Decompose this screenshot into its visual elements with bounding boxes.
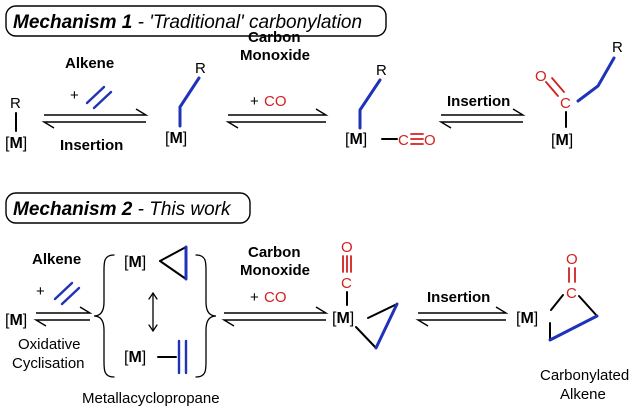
- migratory-insertion-step: Insertion: [438, 93, 526, 129]
- insertion-label: Insertion: [447, 93, 510, 110]
- co-coordination-step: Carbon Monoxide + CO: [225, 29, 329, 129]
- carbonyl-double-bond: [568, 267, 576, 283]
- mechanism-2-title-bold: Mechanism 2: [13, 199, 133, 220]
- mechanism-1-title-bold: Mechanism 1: [13, 12, 132, 33]
- metal-center: [M]: [124, 349, 146, 366]
- mechanism-2: Mechanism 2 - This work [M] Alkene + Oxi…: [5, 192, 629, 407]
- acyl-complex: R O C [M]: [535, 39, 623, 149]
- plus-sign: +: [250, 93, 259, 110]
- oxidative-label-line2: Cyclisation: [12, 355, 85, 372]
- metal-center: [M]: [5, 312, 27, 329]
- co-reagent: CO: [264, 93, 287, 110]
- carbon-monoxide-label-line1: Carbon: [248, 244, 301, 261]
- acyl-oxygen: O: [535, 68, 547, 85]
- substituent-r: R: [612, 39, 623, 56]
- substituent-r: R: [10, 95, 21, 112]
- equilibrium-arrow-3: [438, 108, 526, 129]
- equilibrium-arrow-5: [221, 306, 329, 327]
- mechanism-1-title-box: [5, 5, 387, 37]
- mechanism-2-title-rest: - This work: [132, 199, 232, 220]
- mechanism-2-title-box: [5, 192, 251, 224]
- product-label-line2: Alkene: [560, 386, 606, 403]
- mechanism-1: Mechanism 1 - 'Traditional' carbonylatio…: [5, 5, 623, 154]
- alkene-double-bond: [177, 339, 188, 375]
- oxidative-label-line1: Oxidative: [18, 336, 81, 353]
- co-reagent: CO: [264, 289, 287, 306]
- insertion-label: Insertion: [427, 289, 490, 306]
- metal-alkyl-complex: R [M]: [5, 95, 27, 152]
- plus-sign: +: [250, 289, 259, 306]
- metal-carbonyl-complex: R [M] C O: [345, 62, 436, 149]
- ethyl-chain: [358, 78, 382, 130]
- metal-center: [M]: [124, 254, 146, 271]
- carbonyl-carbon: C: [341, 275, 352, 292]
- carbon-monoxide-label-line2: Monoxide: [240, 47, 310, 64]
- equilibrium-arrow-4: [33, 306, 93, 327]
- metal-center: [M]: [551, 132, 573, 149]
- metal-center: [M]: [5, 135, 27, 152]
- metal-center: [M]: [345, 131, 367, 148]
- equilibrium-arrow-6: [415, 306, 509, 327]
- right-curly-brace: [195, 254, 217, 378]
- ethylene-icon: [85, 85, 113, 110]
- metallacyclopropane-resonance: [M] [M]: [93, 245, 217, 378]
- metal-alkyl-inserted: R [M]: [165, 60, 206, 147]
- metal-center: [M]: [332, 310, 354, 327]
- plus-sign: +: [70, 87, 79, 104]
- mechanism-1-title: Mechanism 1 - 'Traditional' carbonylatio…: [13, 12, 362, 33]
- metal-center: [M]: [516, 310, 538, 327]
- oxidative-cyclisation-step: Alkene + Oxidative Cyclisation: [12, 251, 93, 372]
- carbon-monoxide-label-line2: Monoxide: [240, 262, 310, 279]
- alkene-label: Alkene: [65, 55, 114, 72]
- acyl-carbon: C: [560, 95, 571, 112]
- product-label-line1: Carbonylated: [540, 367, 629, 384]
- mechanism-1-title-rest: - 'Traditional' carbonylation: [132, 12, 362, 33]
- metallacyclobutanone: O C [M]: [516, 251, 599, 342]
- ethyl-chain: [576, 56, 616, 103]
- triple-bond-icon: [410, 133, 424, 145]
- left-curly-brace: [93, 254, 115, 378]
- substituent-r: R: [376, 62, 387, 79]
- carbon-monoxide-label-line1: Carbon: [248, 29, 301, 46]
- equilibrium-arrow-1: [41, 108, 149, 129]
- ethyl-chain: [178, 76, 201, 128]
- cyclopropane-ring: [159, 245, 188, 281]
- equilibrium-arrow-2: [225, 108, 329, 129]
- carbonyl-double-bond: [545, 77, 565, 97]
- co-coordination-step: Carbon Monoxide + CO: [221, 244, 329, 327]
- mechanism-2-title: Mechanism 2 - This work: [13, 199, 232, 220]
- metal-center: [M]: [165, 130, 187, 147]
- cyclobutanone-ring: [548, 294, 599, 342]
- carbonyl-metallacyclopropane: O C [M]: [332, 239, 399, 350]
- ketone-carbon: C: [566, 285, 577, 302]
- resonance-arrow: [148, 291, 158, 333]
- carbonyl-oxygen: O: [341, 239, 353, 256]
- carbonyl-carbon: C: [398, 132, 409, 149]
- triple-bond-icon: [342, 255, 352, 273]
- alkene-insertion-step: Alkene + Insertion: [41, 55, 149, 154]
- plus-sign: +: [36, 283, 45, 300]
- ethylene-icon: [53, 281, 81, 306]
- substituent-r: R: [195, 60, 206, 77]
- insertion-label: Insertion: [60, 137, 123, 154]
- insertion-step: Insertion: [415, 289, 509, 327]
- carbonyl-oxygen: O: [424, 132, 436, 149]
- metallacyclopropane-label: Metallacyclopropane: [82, 390, 220, 407]
- ketone-oxygen: O: [566, 251, 578, 268]
- cyclopropane-ring: [355, 302, 399, 350]
- alkene-label: Alkene: [32, 251, 81, 268]
